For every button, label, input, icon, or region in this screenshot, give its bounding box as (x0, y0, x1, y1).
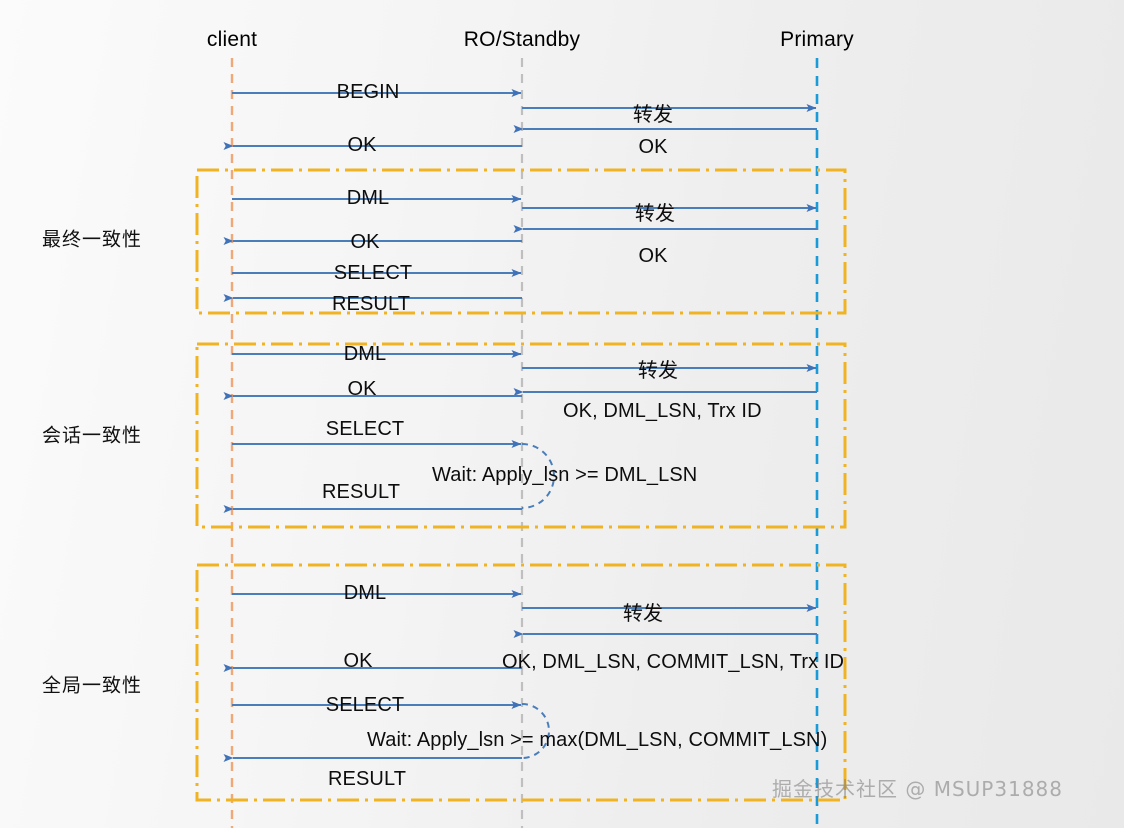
message-label-m18: Wait: Apply_lsn >= DML_LSN (432, 464, 698, 486)
message-label-m2: 转发 (632, 104, 674, 126)
message-label-m5: DML (346, 187, 390, 209)
actor-label-primary: Primary (780, 28, 854, 51)
actor-label-client: client (206, 28, 258, 51)
message-label-m6: 转发 (634, 203, 676, 225)
message-label-m19: DML (343, 582, 387, 604)
message-label-m21: OK (343, 650, 373, 672)
section-boxes-group (195, 168, 847, 802)
wait-loops-group (521, 443, 555, 759)
message-label-m26: Wait: Apply_lsn >= max(DML_LSN, COMMIT_L… (367, 729, 828, 751)
section-box-eventual (195, 168, 847, 315)
message-label-m17: RESULT (321, 481, 401, 503)
message-label-m1: BEGIN (336, 81, 400, 103)
message-label-m15: OK, DML_LSN, Trx ID (563, 400, 762, 422)
message-label-m11: DML (343, 343, 387, 365)
section-label-session: 会话一致性 (41, 424, 143, 447)
message-label-m24: SELECT (325, 694, 405, 716)
message-label-m23: OK, DML_LSN, COMMIT_LSN, Trx ID (502, 651, 845, 673)
message-label-m25: RESULT (327, 768, 407, 790)
wait-session-loop (521, 443, 555, 509)
message-label-m12: 转发 (637, 360, 679, 382)
message-label-m3: OK (638, 136, 668, 158)
watermark-text: 掘金技术社区 @ MSUP31888 (772, 777, 1063, 801)
section-box-session (195, 342, 847, 529)
message-label-m20: 转发 (622, 603, 664, 625)
message-label-m4: OK (347, 134, 377, 156)
message-label-m16: SELECT (325, 418, 405, 440)
message-label-m7: OK (638, 245, 668, 267)
section-box-global (195, 563, 847, 802)
section-label-eventual: 最终一致性 (41, 228, 143, 251)
message-label-m13: OK (347, 378, 377, 400)
message-label-m10: RESULT (331, 293, 411, 315)
actor-label-standby: RO/Standby (463, 28, 581, 51)
wait-global-loop (521, 703, 550, 759)
section-label-global: 全局一致性 (41, 674, 143, 697)
message-label-m9: SELECT (333, 262, 413, 284)
message-arrows-group (223, 89, 817, 762)
message-label-m8: OK (350, 231, 380, 253)
